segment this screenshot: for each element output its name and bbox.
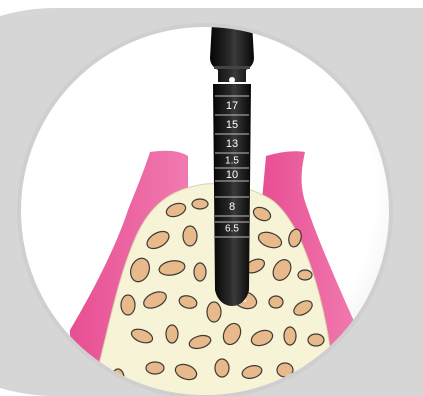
gauge-mark-6-5: 6.5 — [225, 224, 239, 235]
gauge-mark-10: 10 — [226, 169, 238, 181]
gauge-mark-17: 17 — [226, 100, 238, 112]
gauge-mark-15: 15 — [226, 119, 238, 131]
depth-gauge-instrument: 17 15 13 1.5 10 8 6.5 — [210, 14, 254, 306]
gauge-hole — [229, 77, 235, 83]
gauge-mark-8: 8 — [229, 201, 235, 213]
gauge-mark-13: 13 — [226, 138, 238, 150]
gauge-handle-ring — [214, 66, 250, 69]
gauge-shaft — [213, 84, 251, 306]
gauge-mark-1-5: 1.5 — [225, 156, 239, 167]
